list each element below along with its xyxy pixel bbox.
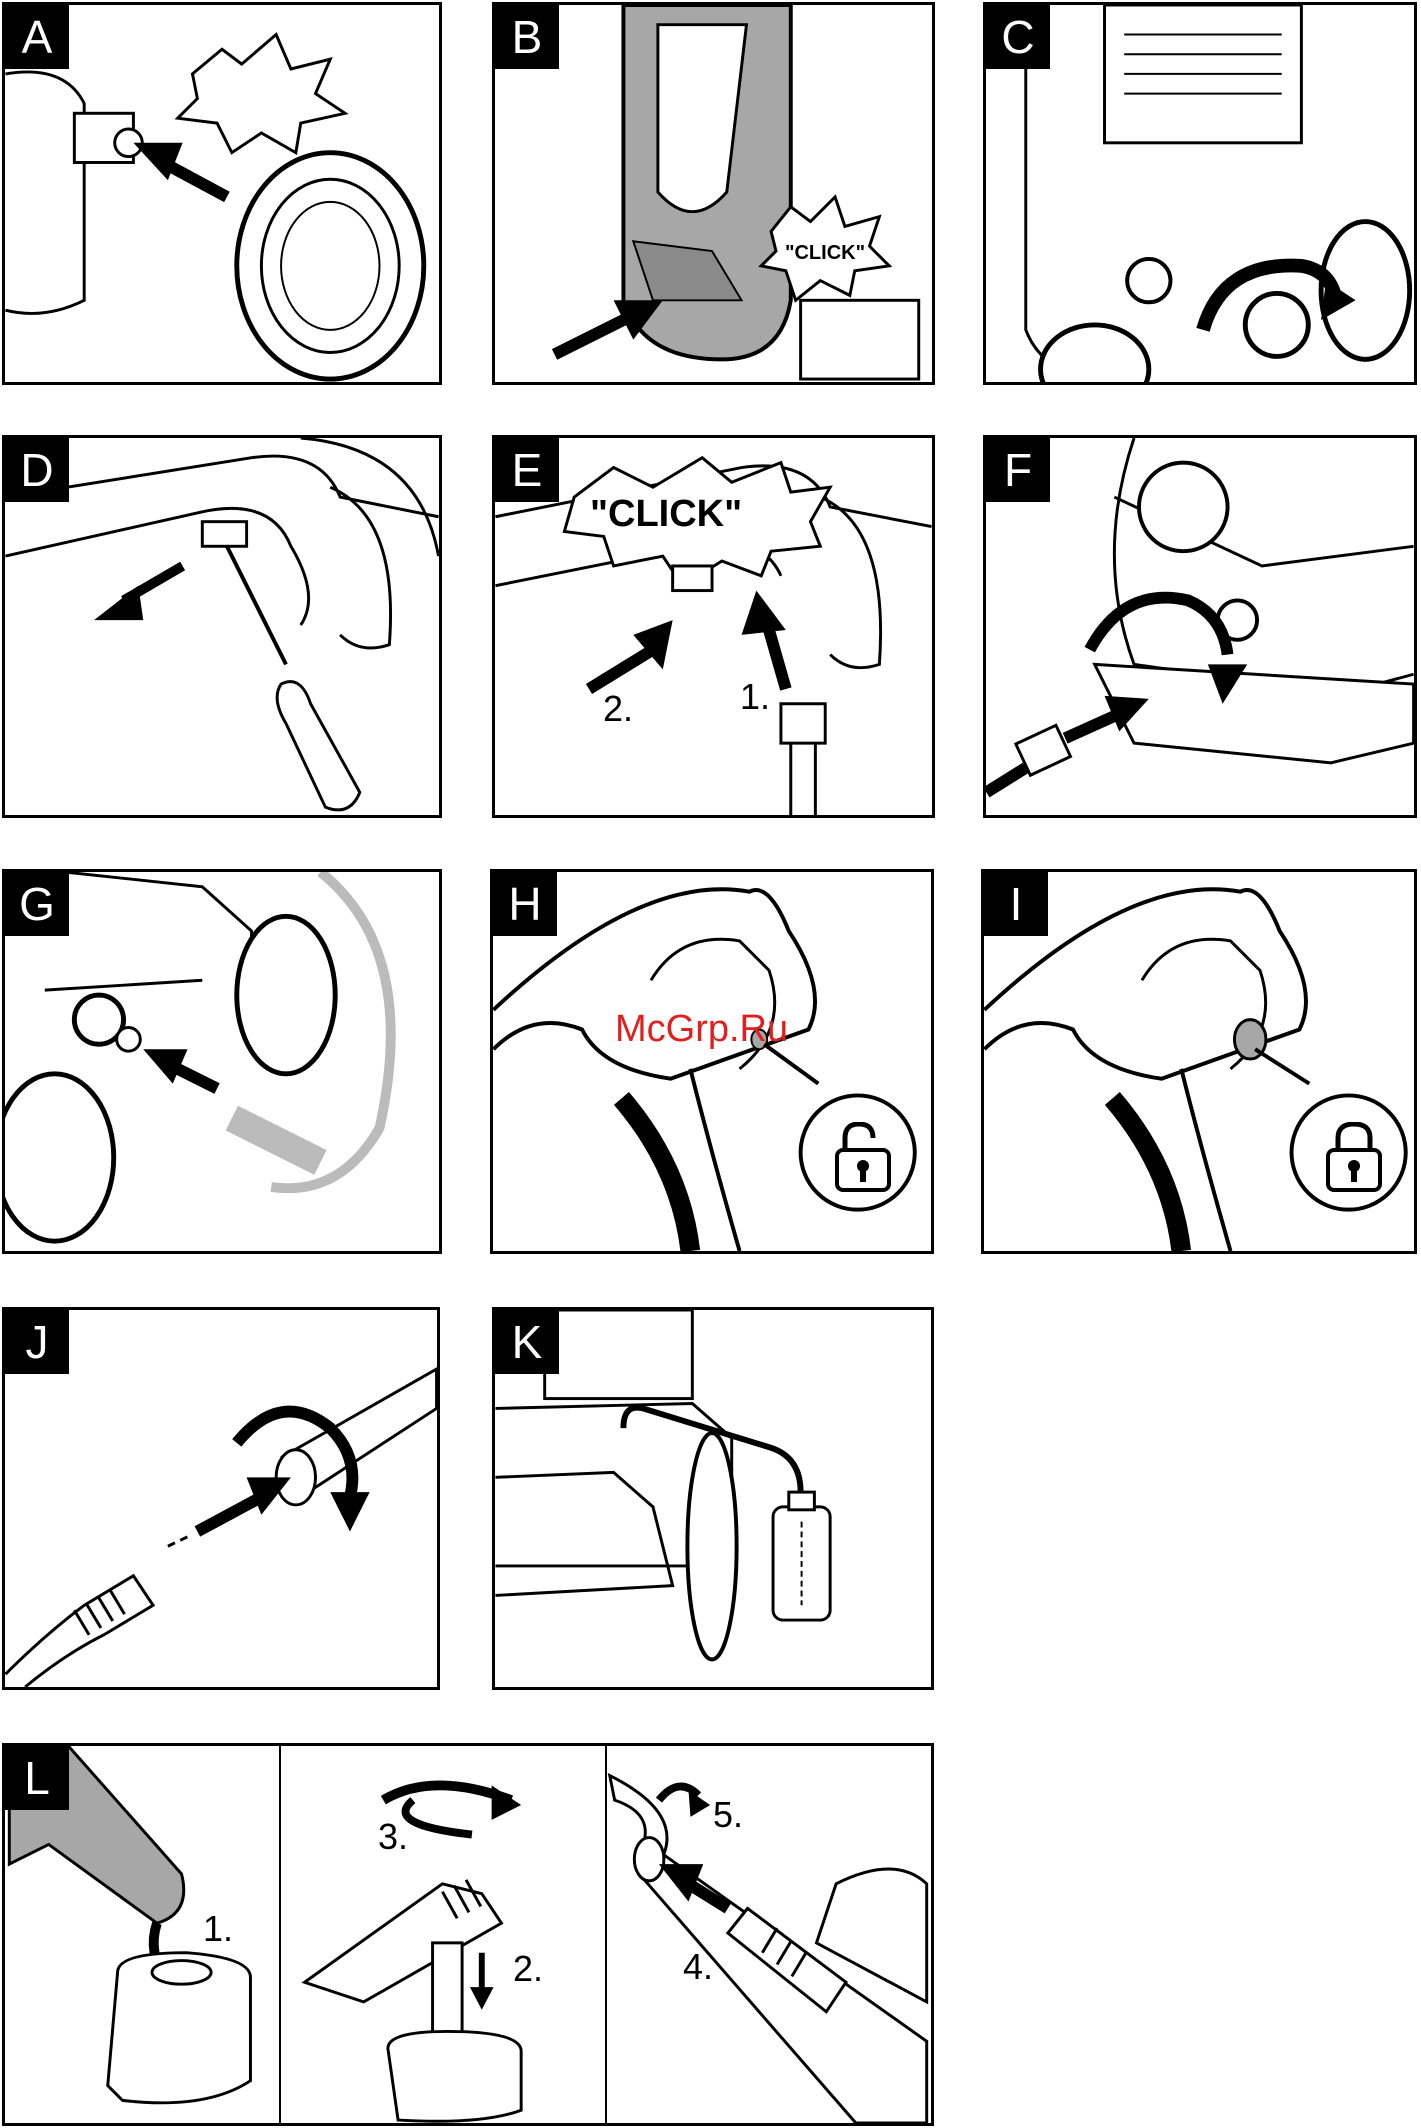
panel-letter-b: B <box>495 5 559 69</box>
panel-a-illustration <box>5 5 439 382</box>
panel-i: I <box>981 869 1417 1254</box>
panel-h-illustration <box>493 872 931 1251</box>
panel-c-illustration <box>986 5 1414 382</box>
panel-i-illustration <box>984 872 1414 1251</box>
panel-letter-h: H <box>493 872 557 936</box>
panel-f-illustration <box>986 438 1414 815</box>
click-callout-b: "CLICK" <box>785 242 865 265</box>
panel-letter-g: G <box>5 872 69 936</box>
locked-padlock-icon <box>1324 1122 1384 1192</box>
panel-l-illustration <box>5 1746 931 2123</box>
panel-letter-a: A <box>5 5 69 69</box>
panel-letter-k: K <box>495 1310 559 1374</box>
step-label-l-5: 5. <box>713 1794 743 1836</box>
step-label-l-1: 1. <box>203 1908 233 1950</box>
unlocked-padlock-icon <box>833 1122 893 1192</box>
panel-a: A <box>2 2 442 385</box>
watermark-text: McGrp.Ru <box>615 1008 788 1051</box>
panel-letter-i: I <box>984 872 1048 936</box>
panel-e: E "CLICK" 1. 2. <box>492 435 935 818</box>
panel-k-illustration <box>495 1310 931 1687</box>
step-label-e-2: 2. <box>603 688 633 730</box>
panel-c: C <box>983 2 1417 385</box>
panel-letter-c: C <box>986 5 1050 69</box>
click-callout-e: "CLICK" <box>590 493 742 536</box>
panel-h: H <box>490 869 934 1254</box>
panel-l: L 1. 2. 3. 4. 5. <box>2 1743 934 2126</box>
panel-f: F <box>983 435 1417 818</box>
panel-b-illustration <box>495 5 932 382</box>
step-label-e-1: 1. <box>740 676 770 718</box>
panel-g-illustration <box>5 872 439 1251</box>
step-label-l-4: 4. <box>683 1946 713 1988</box>
panel-g: G <box>2 869 442 1254</box>
panel-b: B "CLICK" <box>492 2 935 385</box>
panel-letter-f: F <box>986 438 1050 502</box>
panel-d-illustration <box>5 438 439 815</box>
panel-letter-d: D <box>5 438 69 502</box>
panel-letter-e: E <box>495 438 559 502</box>
panel-j-illustration <box>5 1310 437 1687</box>
panel-letter-j: J <box>5 1310 69 1374</box>
panel-letter-l: L <box>5 1746 69 1810</box>
step-label-l-2: 2. <box>513 1948 543 1990</box>
panel-j: J <box>2 1307 440 1690</box>
panel-d: D <box>2 435 442 818</box>
panel-k: K <box>492 1307 934 1690</box>
step-label-l-3: 3. <box>378 1816 408 1858</box>
